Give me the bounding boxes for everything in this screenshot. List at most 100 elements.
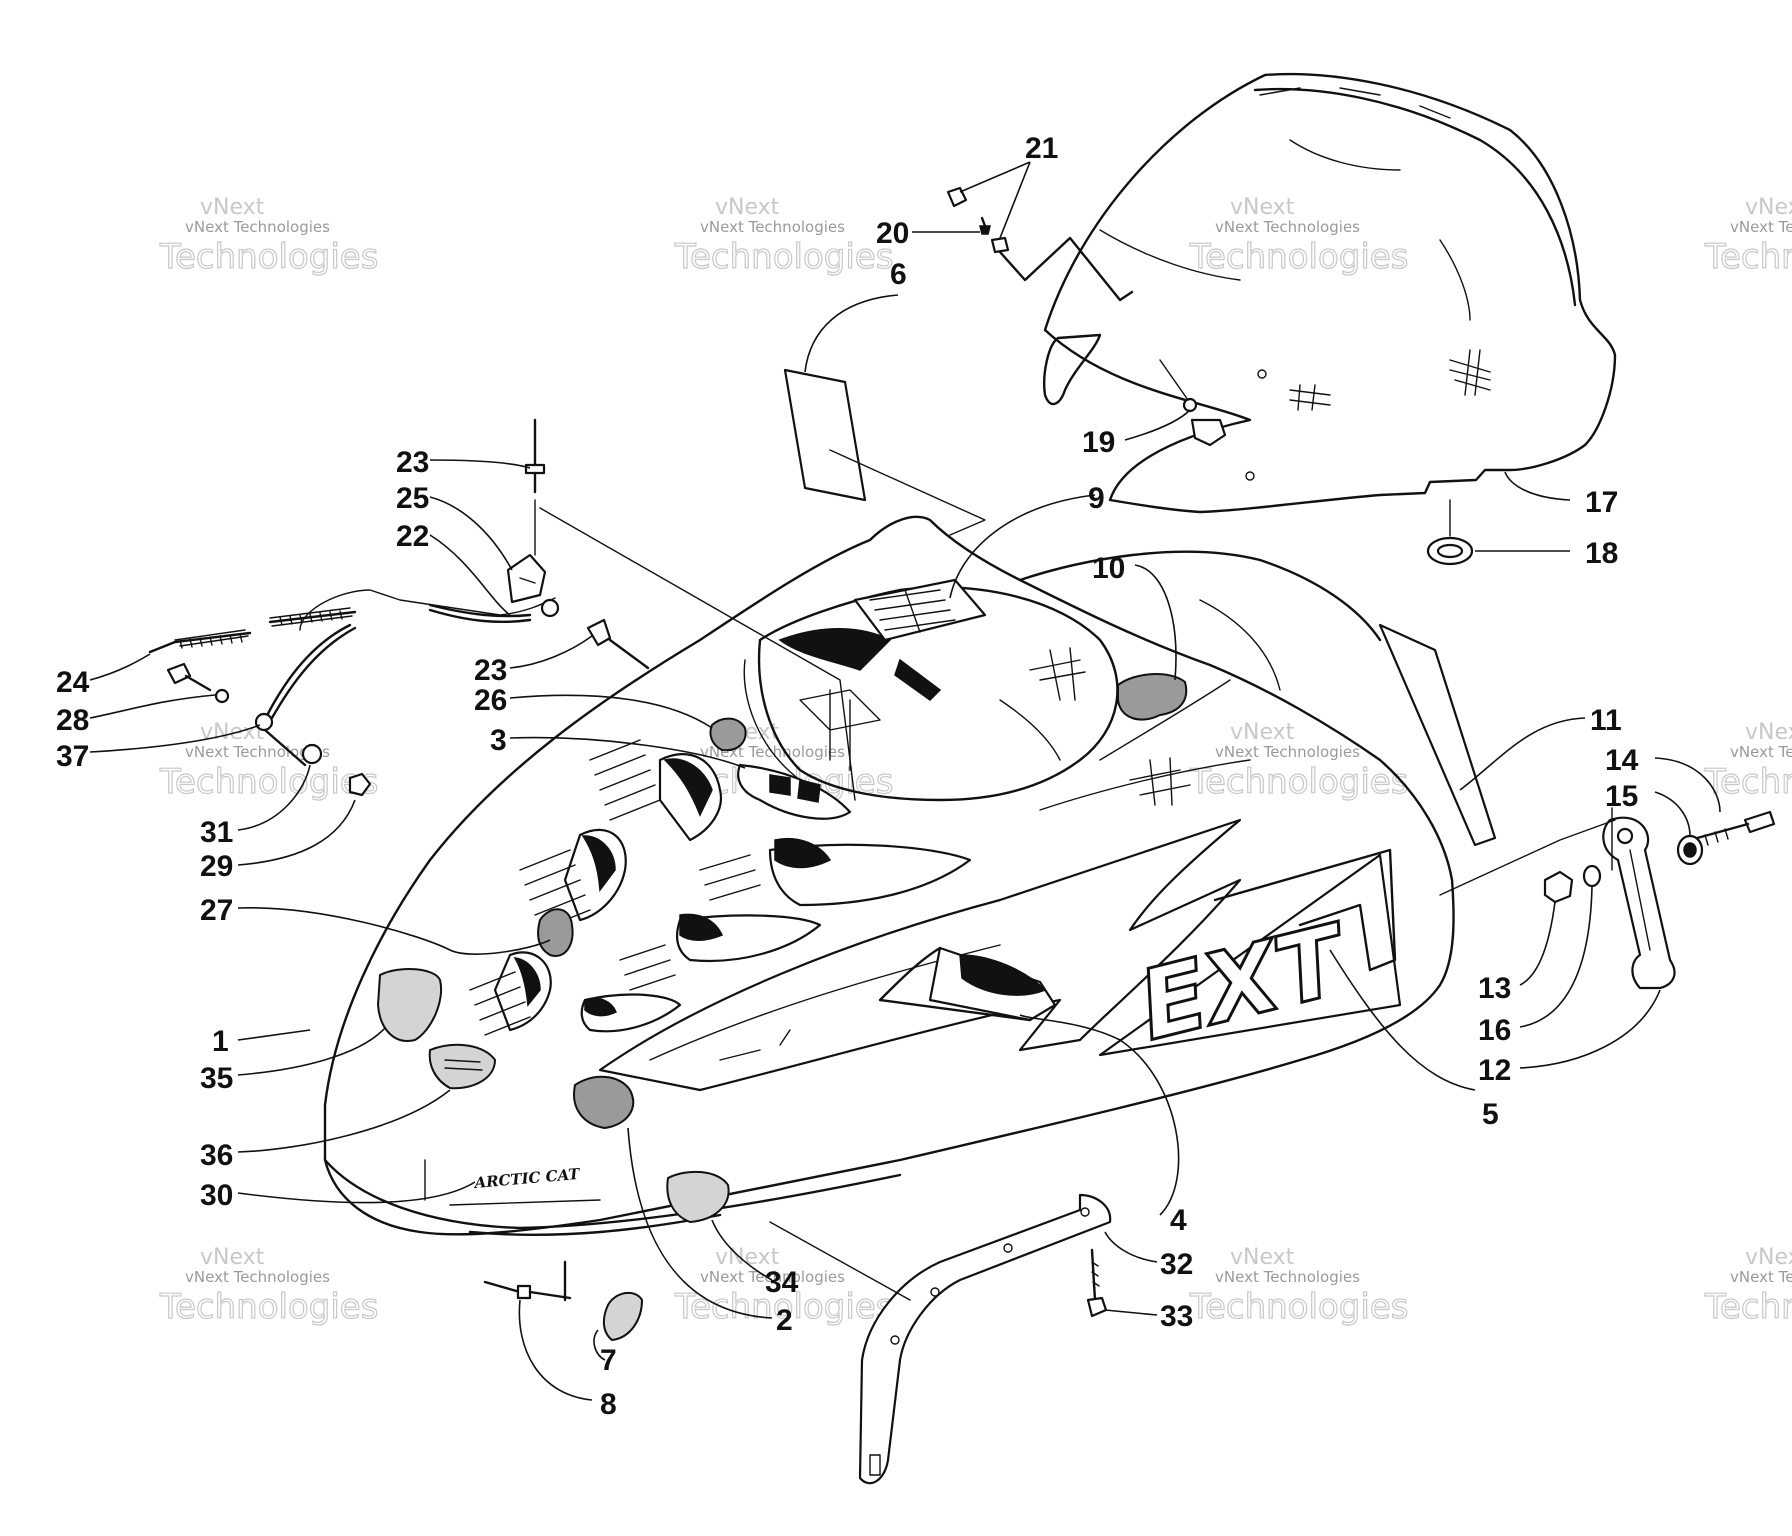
lens-36: [428, 1043, 497, 1090]
svg-text:vNext Technologies: vNext Technologies: [1215, 1268, 1360, 1286]
console-label-9: [853, 578, 987, 642]
support-bar-32: [858, 1193, 1112, 1485]
callout-17: 17: [1585, 486, 1618, 519]
watermark: vNext vNext Technologies Technologies: [673, 1245, 894, 1328]
bracket-25: [506, 553, 547, 604]
callout-13: 13: [1478, 972, 1511, 1005]
washer-37: [214, 688, 230, 704]
callout-36: 36: [200, 1139, 233, 1172]
svg-text:Technologies: Technologies: [1704, 762, 1792, 802]
nut-29: [348, 772, 372, 797]
svg-text:vNext: vNext: [715, 195, 780, 220]
svg-text:Technologies: Technologies: [159, 762, 378, 802]
callout-12: 12: [1478, 1054, 1511, 1087]
callout-20: 20: [876, 217, 909, 250]
callout-34: 34: [765, 1266, 799, 1299]
rivet-23-lower: [586, 618, 650, 670]
rivet-8: [483, 1260, 572, 1302]
callout-4: 4: [1170, 1204, 1187, 1237]
lens-7: [602, 1291, 644, 1342]
callout-1: 1: [212, 1025, 229, 1058]
badge-3: [737, 763, 852, 820]
svg-text:vNext Technologies: vNext Technologies: [1730, 218, 1792, 236]
lens-35: [376, 968, 443, 1042]
svg-text:vNext: vNext: [200, 720, 265, 745]
callout-11: 11: [1590, 704, 1622, 737]
washer-31: [301, 743, 323, 765]
svg-text:Technologies: Technologies: [159, 1287, 378, 1327]
watermark: vNext vNext Technologies Technologies: [1703, 195, 1792, 278]
svg-text:vNext Technologies: vNext Technologies: [700, 1268, 845, 1286]
watermark: vNext vNext Technologies Technologies: [1703, 720, 1792, 803]
callout-6: 6: [890, 258, 907, 291]
svg-text:Technologies: Technologies: [1704, 237, 1792, 277]
callout-19: 19: [1082, 426, 1115, 459]
callout-14: 14: [1605, 744, 1639, 777]
hood: EXT ARCTIC CAT: [323, 515, 1455, 1237]
callout-26: 26: [474, 684, 507, 717]
callout-22: 22: [396, 520, 429, 553]
watermark: vNext vNext Technologies Technologies: [158, 1245, 379, 1328]
callout-10: 10: [1092, 552, 1125, 585]
callout-24: 24: [56, 666, 90, 699]
lens-34: [666, 1170, 730, 1224]
spring-24: [148, 607, 357, 654]
callout-16: 16: [1478, 1014, 1511, 1047]
cable-22: [260, 589, 560, 730]
callout-33: 33: [1160, 1300, 1193, 1333]
svg-text:vNext: vNext: [1230, 195, 1295, 220]
callout-32: 32: [1160, 1248, 1193, 1281]
callout-7: 7: [600, 1344, 617, 1377]
foam-pad-27: [537, 908, 574, 957]
svg-text:vNext Technologies: vNext Technologies: [1730, 743, 1792, 761]
watermark: vNext vNext Technologies Technologies: [158, 195, 379, 278]
svg-text:Technologies: Technologies: [159, 237, 378, 277]
watermark: vNext vNext Technologies Technologies: [673, 195, 894, 278]
svg-text:vNext Technologies: vNext Technologies: [1215, 743, 1360, 761]
foam-pad-10: [1117, 673, 1188, 721]
leader-lines: [89, 161, 1721, 1401]
callout-23b: 23: [474, 654, 507, 687]
callout-18: 18: [1585, 537, 1618, 570]
screw-20: [979, 216, 1134, 302]
svg-text:vNext Technologies: vNext Technologies: [185, 1268, 330, 1286]
svg-text:vNext: vNext: [715, 1245, 780, 1270]
screw-33: [1086, 1248, 1108, 1318]
grommet-18: [1426, 499, 1474, 566]
cap-21: [946, 186, 968, 208]
callout-37: 37: [56, 740, 89, 773]
svg-text:Technologies: Technologies: [1189, 1287, 1408, 1327]
brand-decal-text: ARCTIC CAT: [472, 1165, 582, 1192]
watermark: vNext vNext Technologies Technologies: [1188, 720, 1409, 803]
callout-21: 21: [1025, 132, 1058, 165]
svg-text:vNext Technologies: vNext Technologies: [1730, 1268, 1792, 1286]
bushing-15: [1676, 834, 1704, 866]
callout-31: 31: [200, 816, 233, 849]
callout-15: 15: [1605, 780, 1638, 813]
svg-text:vNext: vNext: [200, 1245, 265, 1270]
watermark-layer: vNext vNext Technologies Technologies vN…: [158, 195, 1792, 1328]
callout-25: 25: [396, 482, 429, 515]
washer-16: [1582, 864, 1602, 888]
svg-text:Technologies: Technologies: [674, 237, 893, 277]
foam-pad-26: [709, 717, 747, 752]
watermark: vNext vNext Technologies Technologies: [1703, 1245, 1792, 1328]
callout-8: 8: [600, 1388, 617, 1421]
callout-2: 2: [776, 1304, 793, 1337]
watermark: vNext vNext Technologies Technologies: [1188, 195, 1409, 278]
nut-13: [1543, 870, 1574, 904]
svg-text:vNext: vNext: [200, 195, 265, 220]
svg-text:vNext Technologies: vNext Technologies: [700, 218, 845, 236]
svg-text:vNext: vNext: [1745, 195, 1792, 220]
bolt-14: [1688, 810, 1776, 846]
watermark: vNext vNext Technologies Technologies: [1188, 1245, 1409, 1328]
foam-pad-2: [573, 1075, 635, 1130]
hinge-12: [1602, 816, 1676, 990]
decal-strip-6: [783, 368, 867, 502]
decal-strip-11: [1378, 623, 1497, 847]
callout-23a: 23: [396, 446, 429, 479]
callout-5: 5: [1482, 1098, 1499, 1131]
callout-30: 30: [200, 1179, 233, 1212]
svg-text:vNext Technologies: vNext Technologies: [1215, 218, 1360, 236]
